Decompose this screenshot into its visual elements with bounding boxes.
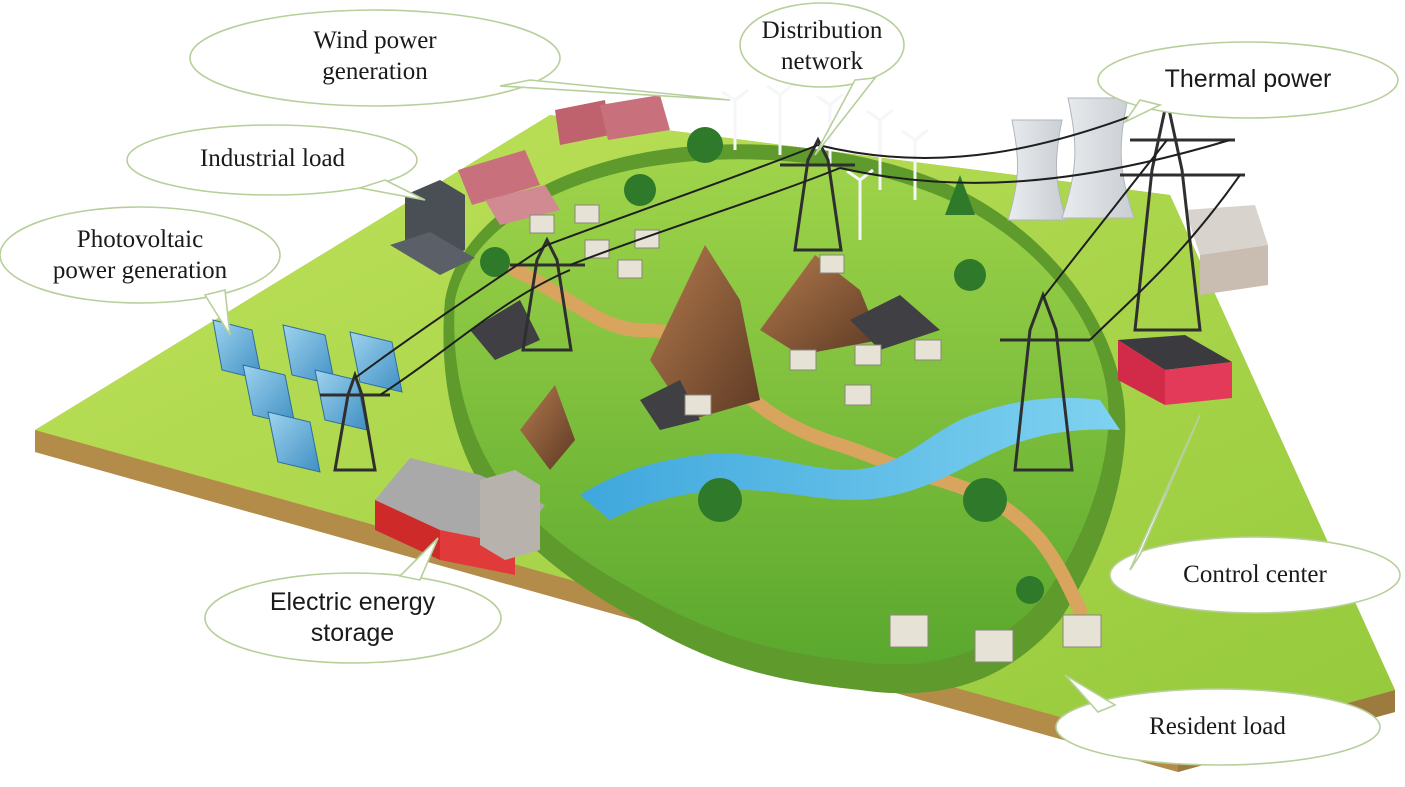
power-lines	[354, 101, 1241, 396]
label-control-center: Control center	[1115, 553, 1395, 597]
industrial-buildings	[390, 95, 670, 275]
label-distribution-line-1: Distribution	[761, 16, 883, 44]
energy-storage-building	[375, 458, 545, 575]
label-wind-line-2: generation	[322, 58, 428, 85]
label-thermal-line-1: Thermal power	[1164, 65, 1332, 94]
label-photovoltaic-line-1: Photovoltaic	[76, 225, 204, 253]
label-photovoltaic-power-generation: Photovoltaic power generation	[5, 212, 275, 298]
label-industrial-line-1: Industrial load	[199, 145, 346, 173]
transmission-towers	[320, 99, 1245, 472]
trees	[480, 127, 1044, 604]
houses	[529, 204, 1102, 663]
label-resident-line-1: Resident load	[1149, 713, 1286, 741]
label-storage-line-1: Electric energy	[269, 587, 436, 616]
label-storage-line-2: storage	[310, 619, 395, 647]
road	[508, 263, 1087, 617]
wind-turbines	[721, 82, 929, 240]
label-wind-line-1: Wind power	[313, 26, 437, 54]
mountains	[470, 245, 940, 470]
cooling-towers	[1007, 97, 1135, 221]
label-resident-load: Resident load	[1060, 705, 1375, 749]
label-photovoltaic-line-2: power generation	[52, 257, 228, 284]
thermal-plant-building	[1185, 205, 1268, 295]
label-electric-energy-storage: Electric energy storage	[210, 578, 495, 658]
label-industrial-load: Industrial load	[135, 136, 410, 182]
label-distribution-line-2: network	[781, 48, 863, 75]
label-distribution-network: Distribution network	[742, 6, 902, 86]
control-center-building	[1118, 335, 1232, 405]
label-wind-power-generation: Wind power generation	[230, 12, 520, 100]
callout-bubbles	[0, 2, 1401, 766]
label-control-line-1: Control center	[1183, 561, 1327, 589]
label-thermal-power: Thermal power	[1110, 58, 1386, 102]
